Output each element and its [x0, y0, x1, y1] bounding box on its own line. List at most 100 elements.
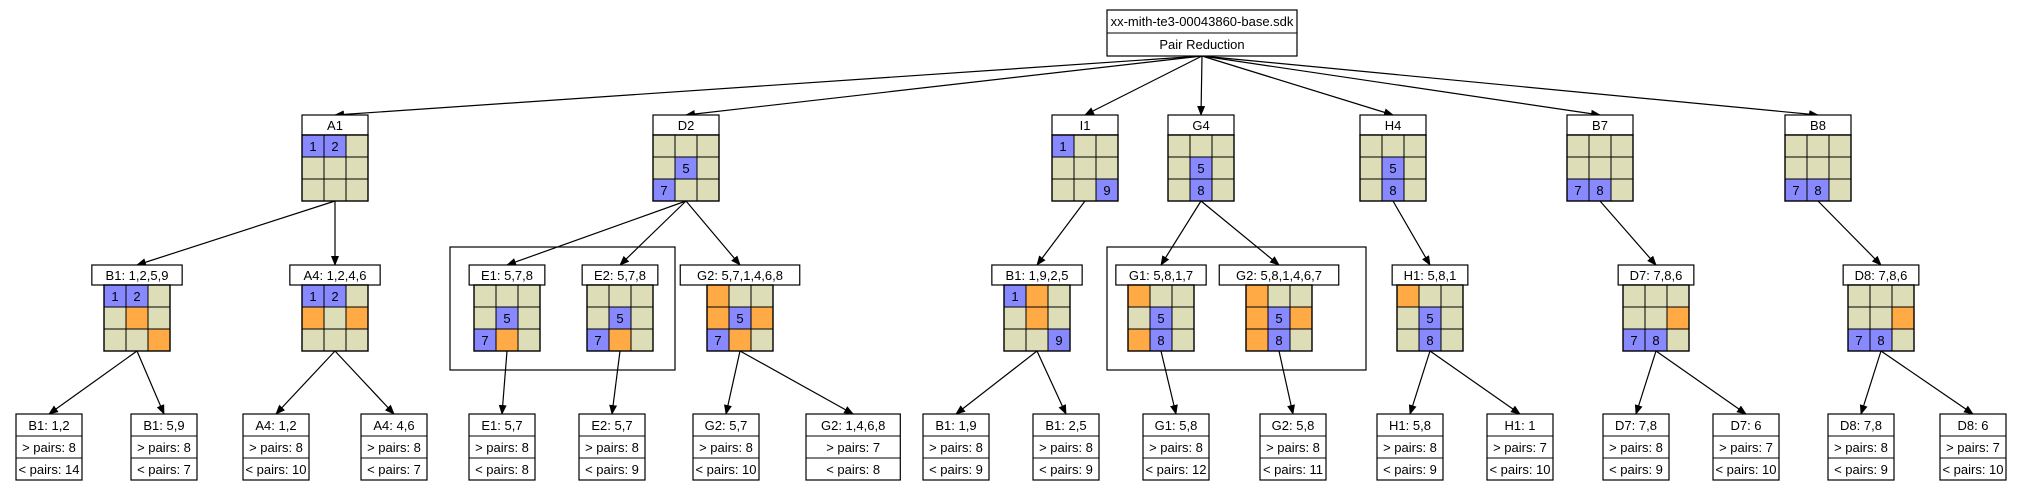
- grid-label: B1: 1,9,2,5: [1006, 268, 1069, 283]
- leaf-node-l3: A4: 1,2> pairs: 8< pairs: 10: [242, 413, 310, 481]
- grid-label: B8: [1810, 118, 1826, 133]
- leaf-node-l10: B1: 2,5> pairs: 8< pairs: 9: [1032, 413, 1100, 481]
- leaf-greater-pairs: > pairs: 8: [1149, 440, 1203, 455]
- leaf-less-pairs: < pairs: 9: [1383, 462, 1437, 477]
- leaf-node-l8: G2: 1,4,6,8> pairs: 7< pairs: 8: [805, 413, 901, 481]
- cell-number: 7: [1855, 333, 1862, 348]
- leaf-greater-pairs: > pairs: 7: [1493, 440, 1547, 455]
- grid-cell: [517, 284, 541, 308]
- grid-cell: [728, 284, 752, 308]
- grid-cell: [1211, 178, 1235, 202]
- leaf-node-l16: D7: 6> pairs: 7< pairs: 10: [1712, 413, 1780, 481]
- grid-cell: [1440, 284, 1464, 308]
- grid-cell: [301, 178, 325, 202]
- grid-cell: [750, 284, 774, 308]
- grid-cell: [1610, 156, 1634, 180]
- leaf-less-pairs: < pairs: 9: [585, 462, 639, 477]
- grid-cell: [473, 284, 497, 308]
- grid-cell: [1127, 306, 1151, 330]
- grid-cell: [323, 328, 347, 352]
- cell-number: 1: [309, 139, 316, 154]
- grid-cell: [1396, 306, 1420, 330]
- leaf-node-l4: A4: 4,6> pairs: 8< pairs: 7: [360, 413, 428, 481]
- grid-cell: [345, 178, 369, 202]
- grid-cell: [1245, 306, 1269, 330]
- grid-cell: [1149, 284, 1173, 308]
- grid-cell: [1806, 156, 1830, 180]
- leaf-title: E2: 5,7: [591, 418, 632, 433]
- grid-label: G2: 5,8,1,4,6,7: [1236, 268, 1322, 283]
- grid-label: D2: [678, 118, 695, 133]
- cell-number: 7: [1630, 333, 1637, 348]
- grid-label: G1: 5,8,1,7: [1129, 268, 1193, 283]
- grid-cell: [1566, 156, 1590, 180]
- edge-h4_h1-l14: [1429, 350, 1521, 415]
- leaf-greater-pairs: > pairs: 8: [1609, 440, 1663, 455]
- grid-cell: [630, 328, 654, 352]
- edge-a1_a4-l3: [275, 350, 336, 415]
- leaf-greater-pairs: > pairs: 8: [585, 440, 639, 455]
- grid-cell: [1359, 178, 1383, 202]
- cell-number: 5: [682, 161, 689, 176]
- grid-cell: [630, 284, 654, 308]
- grid-cell: [1610, 134, 1634, 158]
- grid-node-g4_g2: G2: 5,8,1,4,6,758: [1218, 264, 1340, 352]
- grid-cell: [147, 328, 171, 352]
- grid-cell: [1666, 328, 1690, 352]
- grid-cell: [1211, 134, 1235, 158]
- grid-cell: [1396, 328, 1420, 352]
- leaf-greater-pairs: > pairs: 8: [1383, 440, 1437, 455]
- edge-root-i1: [1084, 55, 1203, 116]
- leaf-node-l11: G1: 5,8> pairs: 8< pairs: 12: [1142, 413, 1210, 481]
- grid-cell: [1891, 284, 1915, 308]
- grid-cell: [1189, 134, 1213, 158]
- grid-cell: [1566, 134, 1590, 158]
- grid-cell: [1171, 328, 1195, 352]
- leaf-less-pairs: < pairs: 10: [1489, 462, 1550, 477]
- grid-cell: [696, 134, 720, 158]
- grid-cell: [1051, 156, 1075, 180]
- grid-cell: [473, 306, 497, 330]
- cell-number: 2: [133, 289, 140, 304]
- edge-b7_d7-l15: [1634, 350, 1657, 415]
- leaf-less-pairs: < pairs: 8: [475, 462, 529, 477]
- grid-label: E1: 5,7,8: [481, 268, 533, 283]
- cell-number: 8: [1426, 333, 1433, 348]
- cell-number: 5: [1197, 161, 1204, 176]
- leaf-title: D8: 6: [1957, 418, 1988, 433]
- grid-cell: [1588, 156, 1612, 180]
- cell-number: 8: [1197, 183, 1204, 198]
- edge-d2-d2_e1: [506, 200, 687, 266]
- grid-cell: [652, 156, 676, 180]
- edge-h4-h4_h1: [1392, 200, 1431, 266]
- cell-number: 8: [1652, 333, 1659, 348]
- grid-cell: [1095, 134, 1119, 158]
- leaf-title: B1: 1,2: [28, 418, 69, 433]
- edge-d2_e2-l6: [609, 350, 621, 415]
- leaf-title: A4: 4,6: [373, 418, 414, 433]
- leaf-less-pairs: < pairs: 7: [367, 462, 421, 477]
- leaf-greater-pairs: > pairs: 8: [929, 440, 983, 455]
- grid-label: A1: [327, 118, 343, 133]
- grid-cell: [125, 328, 149, 352]
- grid-cell: [586, 306, 610, 330]
- grid-cell: [1003, 328, 1027, 352]
- grid-node-h4_h1: H1: 5,8,158: [1391, 264, 1469, 352]
- leaf-less-pairs: < pairs: 9: [1039, 462, 1093, 477]
- grid-cell: [1403, 156, 1427, 180]
- cell-number: 5: [616, 311, 623, 326]
- edge-i1_b1-l10: [1036, 350, 1067, 415]
- grid-cell: [345, 328, 369, 352]
- grid-cell: [1847, 306, 1871, 330]
- grid-label: E2: 5,7,8: [594, 268, 646, 283]
- grid-cell: [630, 306, 654, 330]
- leaf-greater-pairs: > pairs: 8: [249, 440, 303, 455]
- grid-cell: [125, 306, 149, 330]
- grid-cell: [674, 134, 698, 158]
- cell-number: 1: [309, 289, 316, 304]
- edge-i1-i1_b1: [1036, 200, 1086, 266]
